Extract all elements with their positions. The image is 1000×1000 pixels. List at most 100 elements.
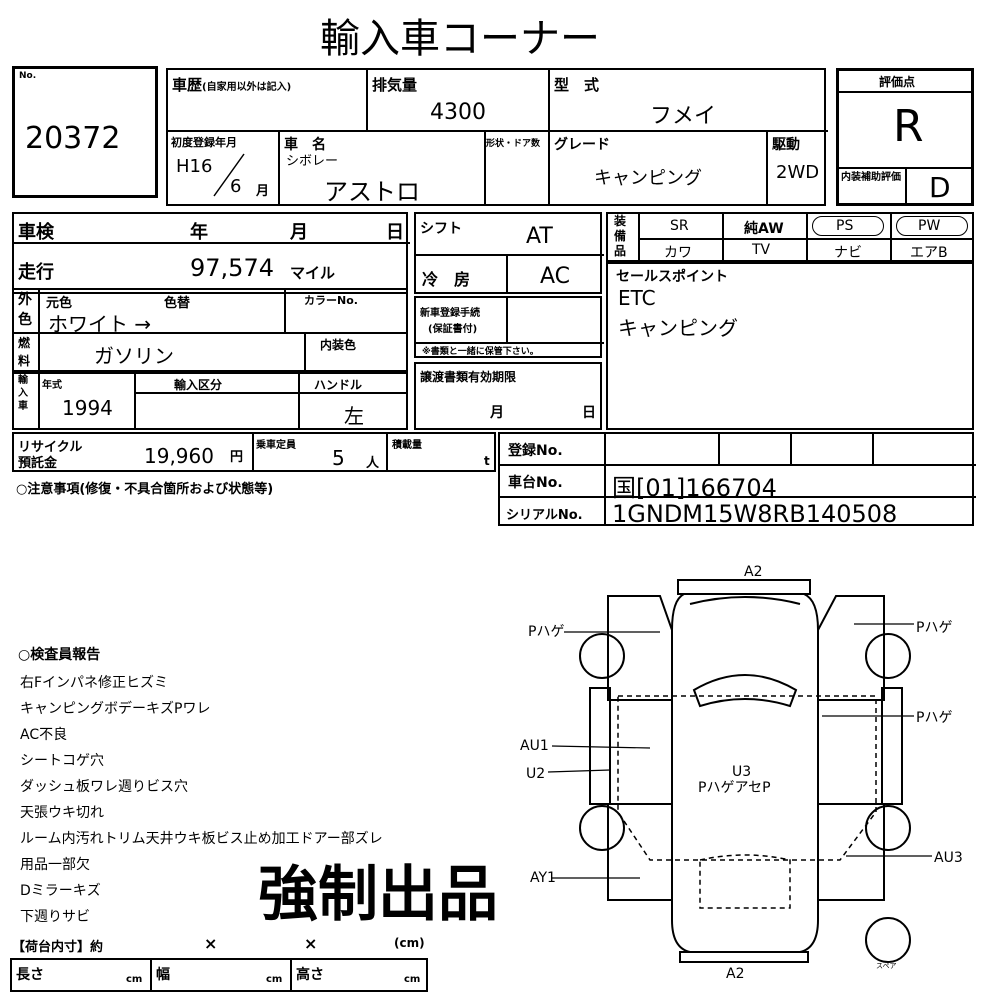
recycle-yen: 円: [230, 450, 244, 465]
ac-label: 冷 房: [422, 270, 471, 289]
report-item: AC不良: [20, 727, 68, 743]
first-reg-year: H16: [176, 156, 213, 177]
diag-p-hage-right-top: Pハゲ: [916, 620, 952, 636]
doc-expiry-table: 譲渡書類有効期限 月 日: [414, 362, 602, 430]
model-label: 型 式: [554, 76, 600, 94]
diag-u2: U2: [526, 766, 545, 782]
sales-point-label: セールスポイント: [616, 269, 728, 285]
equip-tv: TV: [752, 242, 771, 258]
fuel-table: 燃料 ガソリン 内装色: [12, 332, 408, 372]
original-color-label: 元色: [46, 296, 73, 311]
equip-airbag: エアB: [910, 245, 948, 261]
reg-no-label: 登録No.: [508, 443, 563, 459]
chassis-label: 車台No.: [508, 475, 563, 491]
import-kubun-label: 輸入区分: [174, 378, 223, 392]
interior-score-label: 内装補助評価: [841, 172, 901, 183]
shaken-day-label: 日: [386, 222, 404, 243]
recycle-amount: 19,960: [144, 444, 214, 468]
cargo-width-unit: cm: [266, 974, 283, 985]
shaken-year-label: 年: [190, 222, 208, 243]
new-reg-sub: (保証書付): [428, 324, 478, 335]
car-name-value: アストロ: [324, 178, 420, 206]
first-reg-slash: [213, 153, 245, 197]
report-item: 右Fインパネ修正ヒズミ: [20, 675, 169, 691]
lot-label: No.: [19, 71, 37, 81]
cargo-height-unit: cm: [404, 974, 421, 985]
capacity-label: 乗車定員: [256, 440, 296, 451]
equip-pw-circle: [896, 216, 968, 236]
mileage-label: 走行: [18, 262, 54, 283]
cargo-height-label: 高さ: [296, 967, 324, 983]
equip-kawa: カワ: [664, 245, 692, 261]
equip-aw: 純AW: [744, 221, 784, 237]
report-label: ○検査員報告: [18, 647, 101, 663]
chassis-value: 国[01]166704: [612, 474, 777, 502]
report-item: シートコゲ穴: [20, 753, 104, 769]
interior-color-label: 内装色: [320, 338, 357, 352]
report-item: Dミラーキズ: [20, 883, 101, 899]
equip-sr: SR: [670, 218, 689, 234]
interior-score-value: D: [929, 171, 951, 204]
new-reg-note: ※書類と一緒に保管下さい。: [422, 347, 539, 357]
model-value: フメイ: [650, 104, 717, 129]
outer-color-label: 外色: [18, 292, 32, 328]
diag-au3: AU3: [934, 850, 963, 866]
report-item: 天張ウキ切れ: [20, 805, 104, 821]
fuel-value: ガソリン: [94, 344, 174, 368]
month-unit: 月: [256, 184, 270, 199]
diag-u3: U3: [732, 764, 751, 780]
diag-p-hage-left: Pハゲ: [528, 624, 564, 640]
import-table: 輸入車 年式 1994 輸入区分 ハンドル 左: [12, 372, 408, 430]
shift-ac-table: シフト AT 冷 房 AC: [414, 212, 604, 294]
diag-spare: スペア: [876, 962, 897, 970]
equipment-table: 装備品 SR 純AW PS PW カワ TV ナビ エアB: [606, 212, 974, 262]
cargo-length-label: 長さ: [16, 967, 44, 983]
report-item: ルーム内汚れトリム天井ウキ板ビス止め加工ドアー部ズレ: [20, 831, 383, 847]
history-label: 車歴(自家用以外は記入): [172, 76, 292, 94]
recycle-label-2: 預託金: [18, 456, 58, 471]
import-label: 輸入車: [18, 375, 28, 412]
load-unit: t: [484, 454, 490, 468]
doc-day-label: 日: [582, 405, 596, 421]
displacement-value: 4300: [430, 100, 486, 125]
notes-label: ○注意事項(修復・不具合箇所および状態等): [16, 482, 274, 497]
cargo-label: 【荷台内寸】約: [12, 940, 104, 955]
report-item: 用品一部欠: [20, 857, 90, 873]
equip-ps-circle: [812, 216, 884, 236]
inspection-table: 車検 年 月 日 走行 97,574 マイル: [12, 212, 410, 294]
grade-label: グレード: [554, 137, 610, 153]
cargo-times-2: ×: [304, 934, 318, 953]
equip-navi: ナビ: [834, 245, 862, 261]
serial-label: シリアルNo.: [506, 508, 583, 523]
shift-value: AT: [526, 224, 553, 249]
cargo-times-1: ×: [204, 934, 218, 953]
score-box: 評価点 R 内装補助評価 D: [836, 68, 974, 206]
serial-value: 1GNDM15W8RB140508: [612, 500, 898, 528]
import-year-value: 1994: [62, 396, 113, 420]
diag-p-hage-ase: PハゲアセP: [698, 780, 771, 796]
color-table: 外色 元色 色替 カラーNo. ホワイト →: [12, 288, 408, 336]
forced-listing-stamp: 強制出品: [258, 860, 498, 930]
mileage-value: 97,574: [190, 254, 274, 282]
person-unit: 人: [366, 456, 380, 471]
lot-box: No. 20372: [12, 66, 158, 198]
diag-p-hage-right-mid: Pハゲ: [916, 710, 952, 726]
shaken-label: 車検: [18, 222, 54, 243]
recycle-table: リサイクル 預託金 19,960 円 乗車定員 5 人 積載量 t: [12, 432, 496, 472]
drive-label: 駆動: [772, 137, 800, 153]
registration-table: 登録No. 車台No. 国[01]166704 シリアルNo. 1GNDM15W…: [498, 432, 976, 528]
sales-point-line-2: キャンピング: [618, 316, 738, 340]
cargo-table: 長さ cm 幅 cm 高さ cm: [10, 958, 428, 992]
vehicle-condition-diagram: A2 A2 Pハゲ Pハゲ Pハゲ AU1 U2 U3 PハゲアセP AY1 A…: [520, 564, 963, 980]
diag-a2-bottom: A2: [726, 966, 744, 980]
new-reg-label: 新車登録手続: [420, 308, 480, 319]
new-reg-table: 新車登録手続 (保証書付) ※書類と一緒に保管下さい。: [414, 296, 604, 358]
changed-color-label: 色替: [164, 296, 191, 311]
report-item: 下週りサビ: [20, 909, 90, 925]
shape-label: 形状・ドア数: [486, 139, 541, 149]
diag-ay1: AY1: [530, 870, 556, 886]
report-item: キャンピングボデーキズPワレ: [20, 701, 211, 717]
cargo-width-label: 幅: [156, 967, 170, 983]
equipment-label: 装備品: [614, 214, 627, 258]
color-no-label: カラーNo.: [304, 294, 358, 307]
